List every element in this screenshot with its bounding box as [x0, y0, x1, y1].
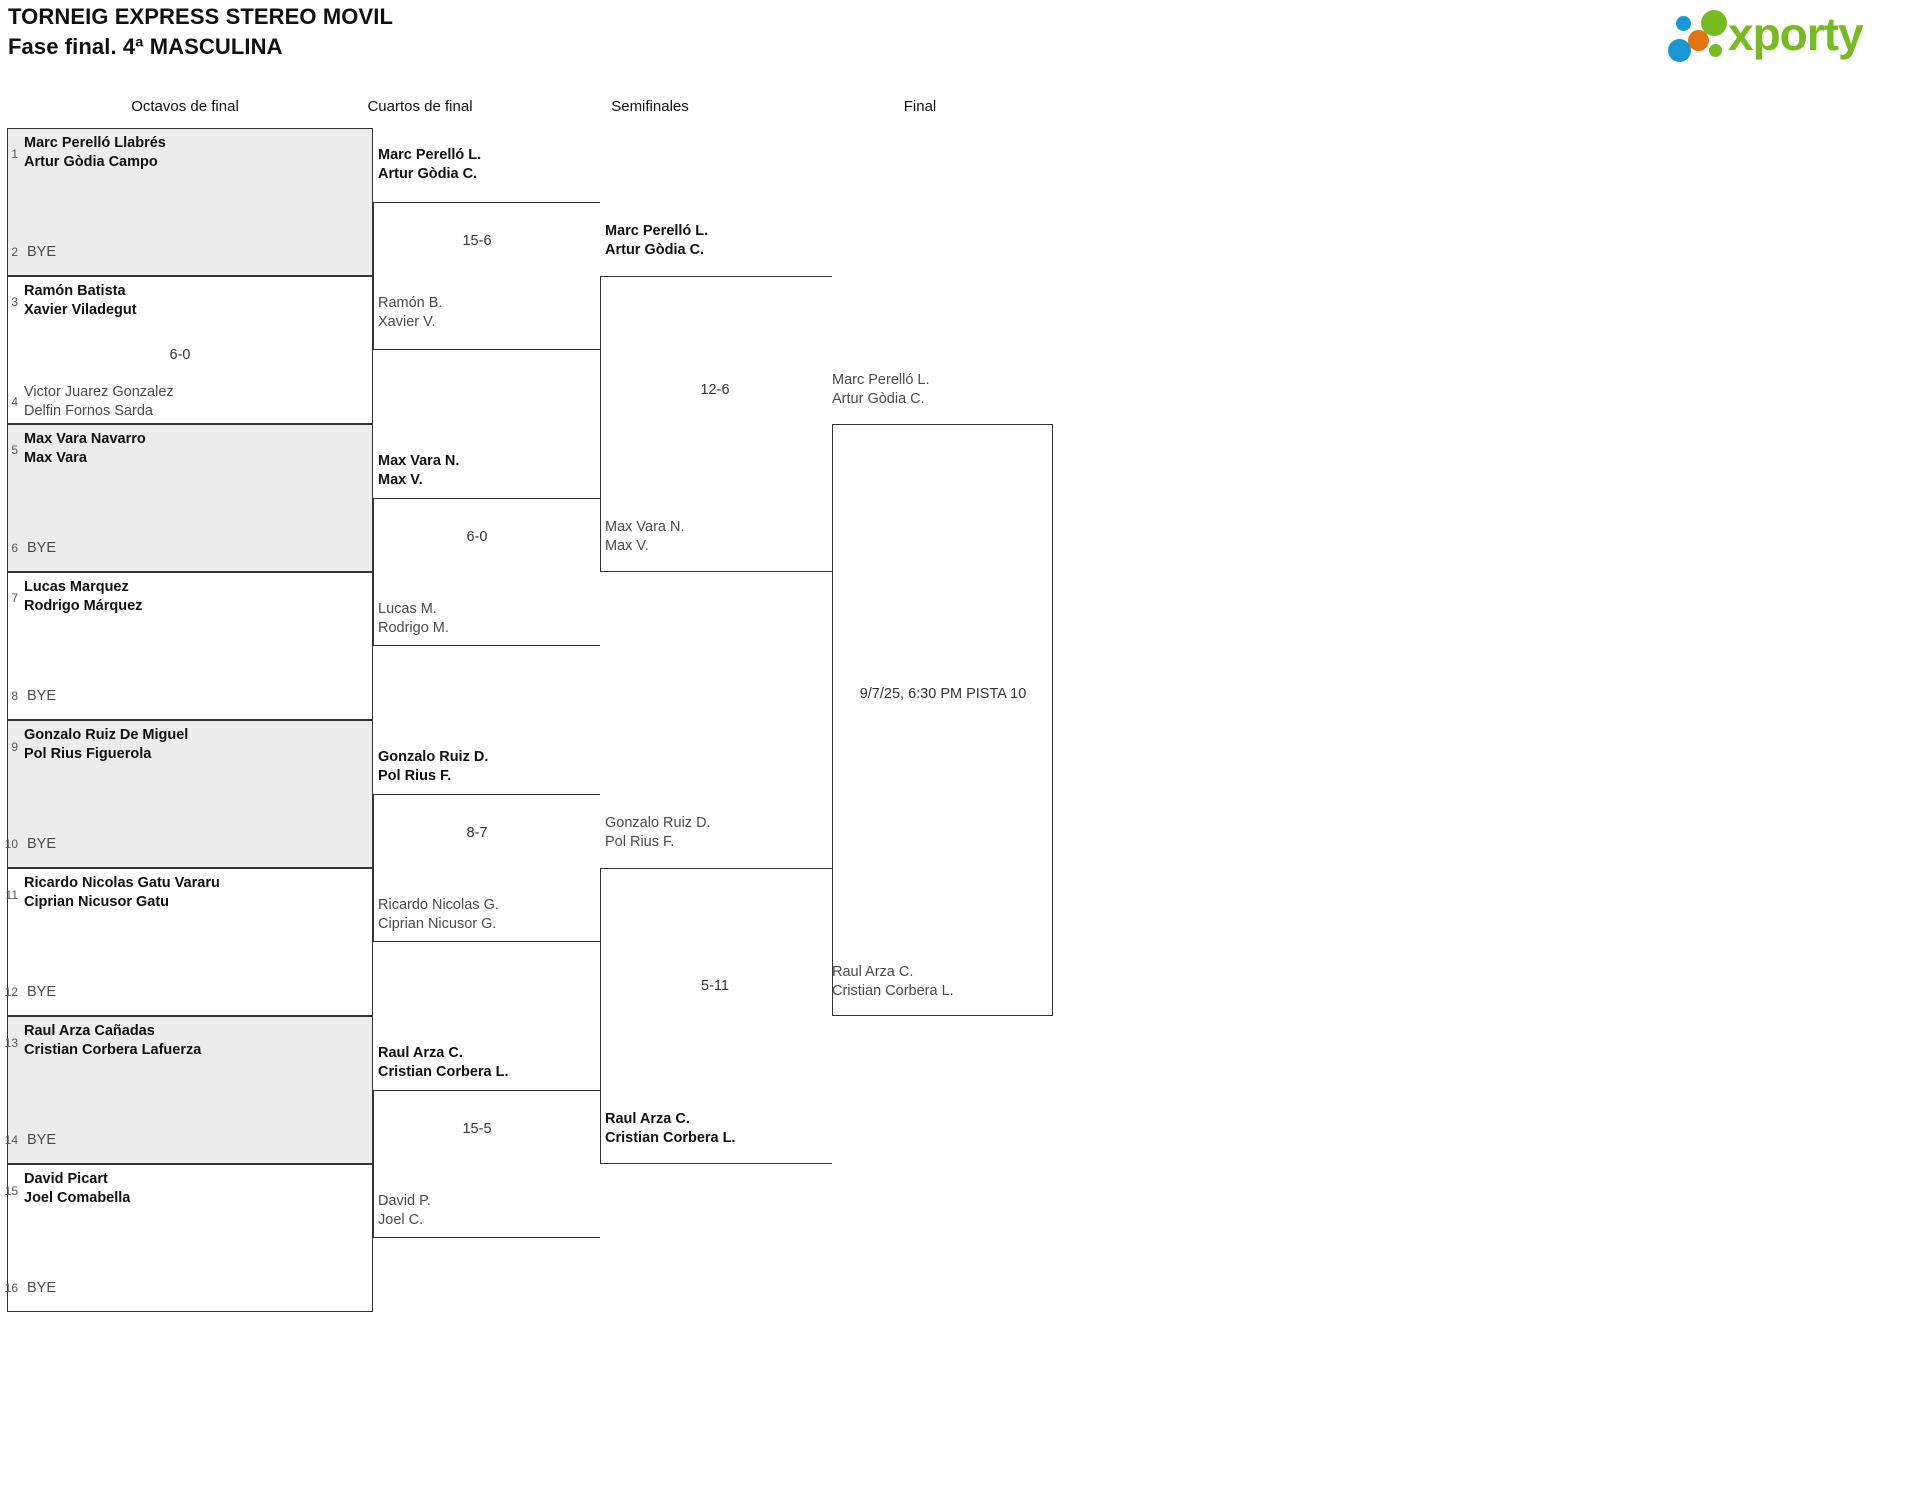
- r2-team-5: Gonzalo Ruiz D. Pol Rius F.: [378, 749, 489, 784]
- seed-number-15: 15: [4, 1184, 18, 1198]
- r1-team-2: BYE: [27, 244, 57, 260]
- r1-team-16: BYE: [27, 1280, 57, 1296]
- r1-team-10: BYE: [27, 836, 57, 852]
- logo-dot-green-small-icon: [1709, 44, 1722, 57]
- final-match-info: 9/7/25, 6:30 PM PISTA 10: [859, 686, 1027, 702]
- r1-team-7: Lucas Marquez Rodrigo Márquez: [24, 579, 143, 614]
- round-header-final: Final: [903, 98, 937, 115]
- r1-team-8: BYE: [27, 688, 57, 704]
- r1-team-6: BYE: [27, 540, 57, 556]
- r2-score-4: 15-5: [462, 1121, 492, 1137]
- r1-team-13: Raul Arza Cañadas Cristian Corbera Lafue…: [24, 1023, 202, 1058]
- seed-number-12: 12: [4, 985, 18, 999]
- r3-team-2: Max Vara N. Max V.: [605, 519, 685, 554]
- r1-team-14: BYE: [27, 1132, 57, 1148]
- round-header-cuartos: Cuartos de final: [367, 98, 473, 115]
- r1-match-5[interactable]: [7, 720, 373, 868]
- r2-team-8: David P. Joel C.: [378, 1193, 431, 1228]
- r1-match-4[interactable]: [7, 572, 373, 720]
- r1-team-12: BYE: [27, 984, 57, 1000]
- r3-team-3: Gonzalo Ruiz D. Pol Rius F.: [605, 815, 711, 850]
- seed-number-6: 6: [11, 541, 18, 555]
- r4-connector-right: [1052, 424, 1053, 1016]
- r4-team-1: Marc Perelló L. Artur Gòdia C.: [832, 372, 930, 407]
- r2-score-1: 15-6: [462, 233, 492, 249]
- r1-match-1[interactable]: [7, 128, 373, 276]
- r2-team-7: Raul Arza C. Cristian Corbera L.: [378, 1045, 509, 1080]
- r2-team-3: Max Vara N. Max V.: [378, 453, 460, 488]
- r1-team-3: Ramón Batista Xavier Viladegut: [24, 283, 137, 318]
- r2-team-1: Marc Perelló L. Artur Gòdia C.: [378, 147, 482, 182]
- logo-dot-blue-large-icon: [1668, 39, 1691, 62]
- r3-score-1: 12-6: [700, 382, 730, 398]
- r3-team-4: Raul Arza C. Cristian Corbera L.: [605, 1111, 736, 1146]
- r1-team-4: Victor Juarez Gonzalez Delfin Fornos Sar…: [24, 384, 174, 419]
- seed-number-3: 3: [11, 295, 18, 309]
- seed-number-9: 9: [11, 740, 18, 754]
- seed-number-4: 4: [11, 395, 18, 409]
- seed-number-2: 2: [11, 245, 18, 259]
- seed-number-5: 5: [11, 443, 18, 457]
- r3-score-2: 5-11: [701, 978, 729, 994]
- seed-number-16: 16: [4, 1281, 18, 1295]
- round-header-semifinales: Semifinales: [611, 98, 689, 115]
- seed-number-13: 13: [4, 1036, 18, 1050]
- tournament-name: TORNEIG EXPRESS STEREO MOVIL: [8, 4, 394, 29]
- seed-number-11: 11: [5, 888, 18, 902]
- r4-team-2: Raul Arza C. Cristian Corbera L.: [832, 964, 954, 999]
- logo-wordmark: xporty: [1728, 8, 1864, 60]
- r1-match-3[interactable]: [7, 424, 373, 572]
- r1-match-8[interactable]: [7, 1164, 373, 1312]
- seed-number-10: 10: [4, 837, 18, 851]
- page-title: TORNEIG EXPRESS STEREO MOVIL Fase final.…: [8, 2, 908, 62]
- r2-team-2: Ramón B. Xavier V.: [378, 295, 443, 330]
- round-header-octavos: Octavos de final: [131, 98, 239, 115]
- r2-team-4: Lucas M. Rodrigo M.: [378, 601, 449, 636]
- xporty-logo: xporty: [1668, 6, 1908, 66]
- tournament-phase: Fase final. 4ª MASCULINA: [8, 34, 283, 59]
- r2-score-3: 8-7: [466, 825, 488, 841]
- seed-number-7: 7: [11, 591, 18, 605]
- r1-match-7[interactable]: [7, 1016, 373, 1164]
- r1-team-9: Gonzalo Ruiz De Miguel Pol Rius Figuerol…: [24, 727, 189, 762]
- logo-dots-icon: [1668, 10, 1730, 62]
- seed-number-14: 14: [4, 1133, 18, 1147]
- r1-team-11: Ricardo Nicolas Gatu Vararu Ciprian Nicu…: [24, 875, 220, 910]
- r1-match-6[interactable]: [7, 868, 373, 1016]
- r1-match-2[interactable]: [7, 276, 373, 424]
- r2-score-2: 6-0: [466, 529, 488, 545]
- r1-score-2: 6-0: [169, 347, 191, 363]
- r1-team-1: Marc Perelló Llabrés Artur Gòdia Campo: [24, 135, 166, 170]
- r4-connector: [832, 424, 1052, 1016]
- logo-dot-orange-icon: [1688, 30, 1709, 51]
- logo-dot-blue-small-icon: [1676, 16, 1691, 31]
- seed-number-1: 1: [11, 147, 18, 161]
- r1-team-5: Max Vara Navarro Max Vara: [24, 431, 146, 466]
- seed-number-8: 8: [11, 689, 18, 703]
- r1-team-15: David Picart Joel Comabella: [24, 1171, 131, 1206]
- r2-team-6: Ricardo Nicolas G. Ciprian Nicusor G.: [378, 897, 499, 932]
- r3-team-1: Marc Perelló L. Artur Gòdia C.: [605, 223, 709, 258]
